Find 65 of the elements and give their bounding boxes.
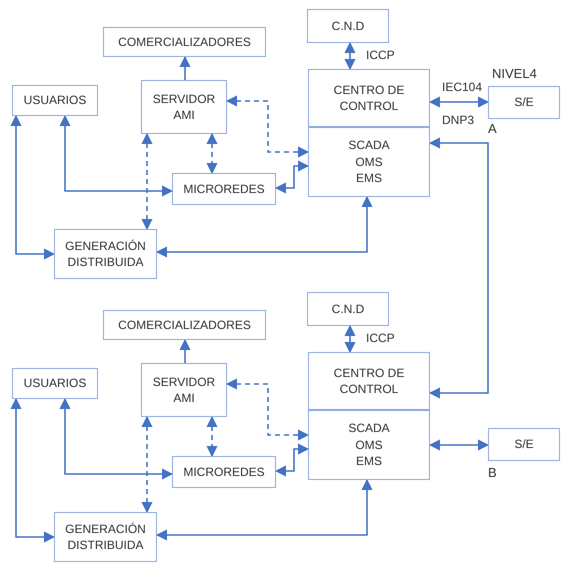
box-text: COMERCIALIZADORES [118,316,251,334]
box-text: SCADA [348,137,390,154]
double-arrow [59,114,174,197]
box-text: USUARIOS [24,375,86,392]
process-box [12,368,98,399]
protocol-label: DNP3 [442,113,474,128]
process-box [172,173,276,205]
process-box [488,86,560,119]
double-arrow [10,398,56,543]
double-arrow [344,42,356,70]
box-text: EMS [356,453,382,470]
double-arrow [141,132,153,230]
double-arrow [428,137,489,399]
box-text: OMS [355,154,383,170]
process-box [308,410,430,480]
process-box [54,229,157,279]
double-arrow [206,132,218,174]
arrow [179,338,191,363]
box-text: C.N.D [332,18,364,34]
double-arrow [226,378,310,441]
box-text: SCADA [348,420,390,437]
double-arrow [156,196,373,258]
box-text: GENERACIÓN DISTRIBUIDA [64,238,147,270]
double-arrow [156,478,373,541]
box-text: S/E [514,436,534,453]
process-box [141,363,227,417]
box-text: MICROREDES [183,464,265,480]
double-arrow [274,443,310,477]
box-text: CENTRO DE CONTROL [332,82,406,114]
double-arrow [344,324,356,354]
double-arrow [141,416,153,514]
process-box [308,352,430,410]
process-box [103,27,266,57]
box-text: USUARIOS [24,92,86,109]
process-box [308,127,430,197]
double-arrow [428,439,490,451]
process-box [308,69,430,127]
box-text: EMS [356,170,382,187]
double-arrow [274,160,310,194]
box-text: OMS [355,436,383,454]
box-text: SERVIDOR AMI [152,374,216,406]
box-text: CENTRO DE CONTROL [332,364,406,398]
double-arrow [428,96,490,108]
process-box [307,9,389,43]
station-label: NIVEL4 [492,66,537,82]
process-box [54,512,157,562]
box-text: GENERACIÓN DISTRIBUIDA [64,520,147,554]
double-arrow [226,95,310,158]
box-text: SERVIDOR AMI [152,90,216,124]
process-box [141,80,227,134]
double-arrow [10,114,56,260]
station-label: B [488,465,497,482]
box-text: MICROREDES [183,180,265,198]
station-label: A [488,121,497,138]
arrow [179,56,191,80]
double-arrow [59,398,174,480]
box-text: C.N.D [332,300,364,318]
double-arrow [206,416,218,458]
box-text: S/E [514,94,534,111]
process-box [172,456,276,488]
process-box [307,292,389,326]
process-box [103,310,266,340]
box-text: COMERCIALIZADORES [118,34,251,50]
process-box [488,428,560,461]
process-box [12,85,98,116]
